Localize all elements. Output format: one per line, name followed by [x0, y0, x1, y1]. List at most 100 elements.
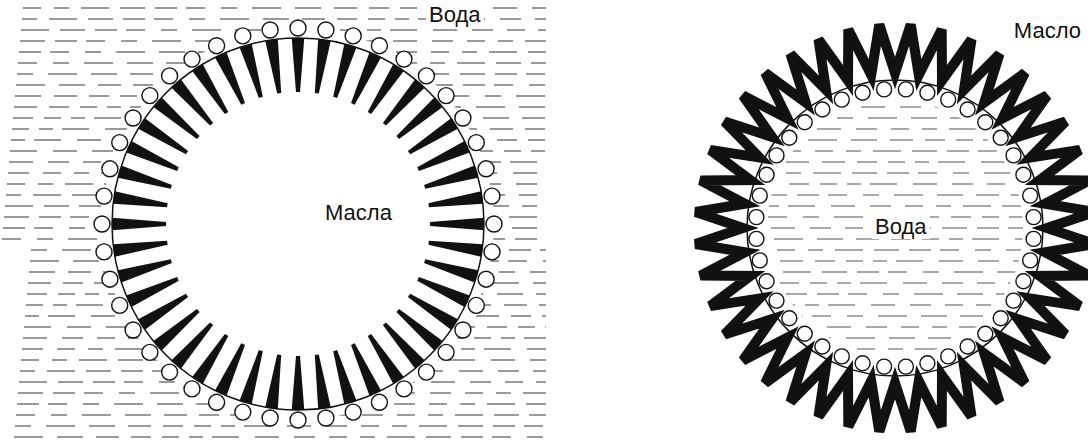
water-dash: [159, 381, 175, 382]
water-dash: [334, 7, 357, 8]
water-dash: [29, 271, 55, 272]
water-dash: [937, 194, 963, 195]
water-dash: [936, 205, 951, 206]
water-dash: [977, 227, 999, 228]
polar-head: [162, 364, 178, 380]
polar-head: [815, 339, 830, 354]
water-dash: [4, 216, 29, 217]
water-dash: [490, 282, 519, 283]
lipid-tail: [292, 38, 305, 92]
water-dash: [46, 425, 75, 426]
water-dash: [820, 183, 837, 184]
water-dash: [524, 337, 546, 338]
water-dash: [97, 337, 115, 338]
water-dash: [194, 425, 211, 426]
water-dash: [458, 425, 483, 426]
polar-head: [290, 20, 306, 36]
water-dash: [67, 326, 91, 327]
water-dash: [52, 359, 67, 360]
water-dash: [476, 106, 505, 107]
polar-head: [478, 271, 494, 287]
water-dash: [58, 293, 75, 294]
water-dash: [119, 392, 135, 393]
lipid-tail: [424, 166, 478, 189]
water-dash: [62, 128, 89, 129]
water-dash: [159, 51, 185, 52]
water-dash: [828, 304, 855, 305]
medium-label: Масло: [1011, 18, 1084, 43]
water-dash: [70, 216, 89, 217]
lipid-tail: [126, 277, 179, 307]
polar-head: [94, 216, 110, 232]
water-dash: [491, 359, 515, 360]
polar-head: [142, 88, 158, 104]
polar-head: [993, 311, 1008, 326]
water-dash: [60, 29, 85, 30]
water-dash: [914, 293, 943, 294]
water-dash: [154, 18, 173, 19]
water-dash: [92, 150, 113, 151]
micelle-outline: [747, 80, 1043, 376]
water-dash: [431, 51, 449, 52]
water-dash: [846, 260, 863, 261]
polar-head: [418, 364, 434, 380]
water-dash: [1008, 227, 1027, 228]
water-dash: [34, 227, 53, 228]
water-dash: [88, 348, 103, 349]
water-dash: [337, 18, 357, 19]
water-dash: [497, 293, 523, 294]
water-dash: [220, 18, 249, 19]
water-dash: [18, 62, 37, 63]
water-dash: [774, 238, 803, 239]
water-dash: [812, 315, 831, 316]
polar-head: [235, 404, 251, 420]
water-dash: [797, 194, 819, 195]
polar-head: [262, 410, 278, 426]
water-dash: [50, 51, 69, 52]
water-dash: [912, 150, 937, 151]
water-dash: [978, 260, 999, 261]
water-dash: [360, 436, 375, 437]
water-dash: [394, 403, 415, 404]
water-dash: [857, 271, 879, 272]
lipid-tails: [696, 25, 1088, 432]
lipid-tail: [368, 334, 404, 384]
lipid-tail: [428, 191, 483, 207]
water-dash: [504, 150, 521, 151]
water-dash: [783, 161, 809, 162]
water-dash: [83, 161, 101, 162]
polar-head: [782, 130, 797, 145]
water-dash: [39, 216, 61, 217]
water-dash: [873, 260, 887, 261]
water-dash: [393, 40, 417, 41]
polar-head: [834, 92, 849, 107]
water-dash: [62, 249, 91, 250]
water-dash: [47, 370, 75, 371]
water-dash: [925, 139, 945, 140]
water-dash: [519, 106, 545, 107]
water-dash: [157, 403, 183, 404]
water-dash: [852, 172, 877, 173]
water-dash: [817, 238, 843, 239]
water-dash: [942, 227, 967, 228]
polar-head: [209, 394, 225, 410]
polar-head: [993, 130, 1008, 145]
water-dash: [17, 73, 33, 74]
polar-head: [484, 244, 500, 260]
polar-head: [96, 188, 112, 204]
water-dash: [44, 117, 61, 118]
water-dash: [470, 381, 491, 382]
water-dash: [124, 381, 143, 382]
polar-head: [759, 167, 774, 182]
water-dash: [105, 128, 129, 129]
polar-head: [345, 404, 361, 420]
water-dash: [18, 392, 43, 393]
polar-head: [1006, 148, 1021, 163]
water-dash: [30, 260, 59, 261]
water-dash: [768, 216, 787, 217]
water-dash: [528, 51, 546, 52]
water-dash: [782, 293, 807, 294]
water-dash: [19, 51, 41, 52]
polar-head: [752, 253, 767, 268]
water-dash: [903, 282, 927, 283]
